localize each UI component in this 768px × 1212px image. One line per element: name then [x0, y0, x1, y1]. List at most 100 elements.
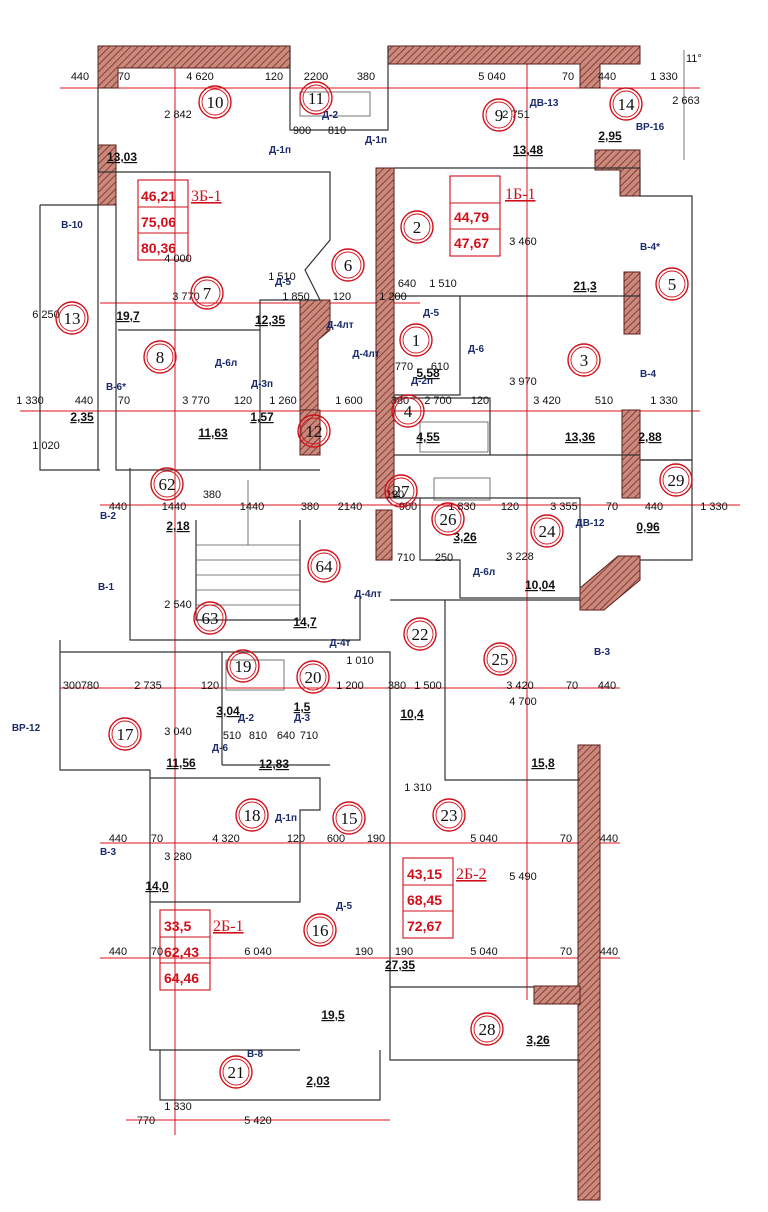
room-outlines — [39, 46, 693, 1101]
door-label: Д-2 — [238, 713, 254, 724]
room-marker-26: 26 — [431, 502, 465, 536]
apartment-3b1: 46,21 75,06 80,36 3Б-1 — [137, 179, 222, 261]
room-marker-inner-circle — [387, 477, 415, 505]
dimension-label: 2 751 — [502, 109, 530, 121]
door-label: В-2 — [100, 511, 117, 522]
room-number: 29 — [668, 471, 685, 490]
room-marker-outer-circle — [384, 474, 418, 508]
dimension-label: 1 510 — [268, 271, 296, 283]
dimension-label: 3 228 — [506, 551, 534, 563]
room-marker-14: 14 — [609, 87, 643, 121]
apartment-2b2: 43,15 68,45 72,67 2Б-2 — [402, 857, 487, 939]
dimension-label: 120 — [201, 680, 219, 692]
dimension-label: 4 000 — [164, 253, 192, 265]
room-marker-63: 63 — [193, 601, 227, 635]
room-marker-outer-circle — [55, 301, 89, 335]
dimension-label: 1440 — [240, 501, 264, 513]
room-marker-inner-circle — [153, 470, 181, 498]
door-label: Д-3п — [251, 379, 273, 390]
room-marker-inner-circle — [662, 466, 690, 494]
dimension-label: 120 — [471, 395, 489, 407]
dimension-label: 2 735 — [134, 680, 162, 692]
door-label: Д-1п — [269, 145, 291, 156]
dimension-label: 600 — [327, 833, 345, 845]
dimension-label: 1 200 — [336, 680, 364, 692]
dimension-label: 70 — [560, 833, 572, 845]
dimension-label: 5 490 — [509, 871, 537, 883]
room-area: 21,3 — [573, 279, 597, 293]
room-marker-outer-circle — [432, 798, 466, 832]
room-marker-outer-circle — [567, 343, 601, 377]
room-number: 11 — [308, 89, 324, 108]
room-marker-outer-circle — [403, 617, 437, 651]
dimension-label: 440 — [109, 946, 127, 958]
room-number: 7 — [203, 284, 212, 303]
door-label: Д-5 — [336, 901, 352, 912]
dimension-label: 70 — [606, 501, 618, 513]
room-marker-inner-circle — [306, 916, 334, 944]
room-area: 12,83 — [259, 757, 289, 771]
room-marker-9: 9 — [482, 98, 516, 132]
dimension-label: 900 — [293, 125, 311, 137]
room-marker-inner-circle — [299, 663, 327, 691]
room-marker-12: 12 — [297, 414, 331, 448]
dimension-label: 3 460 — [509, 236, 537, 248]
room-marker-inner-circle — [435, 801, 463, 829]
room-marker-15: 15 — [332, 801, 366, 835]
room-area: 27,35 — [385, 958, 415, 972]
dimension-label: 5 040 — [470, 833, 498, 845]
dimension-label: 4 700 — [509, 696, 537, 708]
dimension-label: 3 040 — [164, 726, 192, 738]
room-area: 11,56 — [166, 756, 196, 770]
room-marker-inner-circle — [434, 505, 462, 533]
dimension-label: 4 320 — [212, 833, 240, 845]
room-area: 1,57 — [250, 410, 274, 424]
room-marker-20: 20 — [296, 660, 330, 694]
dimension-label: 2 700 — [424, 395, 452, 407]
room-area: 10,4 — [400, 707, 424, 721]
room-marker-outer-circle — [226, 649, 260, 683]
dimension-label: 1 330 — [164, 1101, 192, 1113]
room-number: 16 — [312, 921, 329, 940]
dimension-label: 1 310 — [404, 782, 432, 794]
room-marker-outer-circle — [296, 660, 330, 694]
room-area: 14,0 — [145, 879, 169, 893]
apartment-2b1-code: 2Б-1 — [213, 918, 244, 935]
dimension-label: 1440 — [162, 501, 186, 513]
room-area: 3,26 — [526, 1033, 550, 1047]
dimension-label: 440 — [598, 71, 616, 83]
room-marker-25: 25 — [483, 642, 517, 676]
room-number: 22 — [412, 625, 429, 644]
dimension-label: 70 — [560, 946, 572, 958]
room-marker-outer-circle — [193, 601, 227, 635]
room-marker-inner-circle — [473, 1015, 501, 1043]
dimension-label: 250 — [435, 552, 453, 564]
apartment-info: 46,21 75,06 80,36 3Б-1 44,79 47,67 1Б-1 … — [137, 175, 536, 991]
room-area: 1,5 — [294, 700, 311, 714]
room-number: 14 — [618, 95, 636, 114]
room-area: 0,96 — [636, 520, 660, 534]
room-number: 6 — [344, 256, 353, 275]
room-number: 18 — [244, 806, 261, 825]
room-marker-outer-circle — [190, 276, 224, 310]
room-marker-outer-circle — [482, 98, 516, 132]
room-marker-17: 17 — [108, 717, 142, 751]
room-number: 25 — [492, 650, 509, 669]
room-number: 23 — [441, 806, 458, 825]
door-window-labels: Д-2Д-1пД-1пДВ-13ВР-16В-10В-4*Д-5Д-5Д-4лт… — [12, 98, 665, 1060]
dimension-label: 120 — [287, 833, 305, 845]
dimension-label: 120 — [234, 395, 252, 407]
orientation-label: 11° — [686, 53, 702, 65]
door-label: Д-4т — [330, 638, 351, 649]
room-number: 24 — [539, 522, 557, 541]
room-area: 3,04 — [216, 704, 240, 718]
room-marker-outer-circle — [399, 323, 433, 357]
door-label: В-3 — [594, 647, 611, 658]
room-marker-16: 16 — [303, 913, 337, 947]
dimension-label: 3 280 — [164, 851, 192, 863]
room-marker-29: 29 — [659, 463, 693, 497]
dimension-label: 3 355 — [550, 501, 578, 513]
door-label: В-6* — [106, 382, 126, 393]
room-marker-inner-circle — [485, 101, 513, 129]
dimension-label: 1 500 — [414, 680, 442, 692]
